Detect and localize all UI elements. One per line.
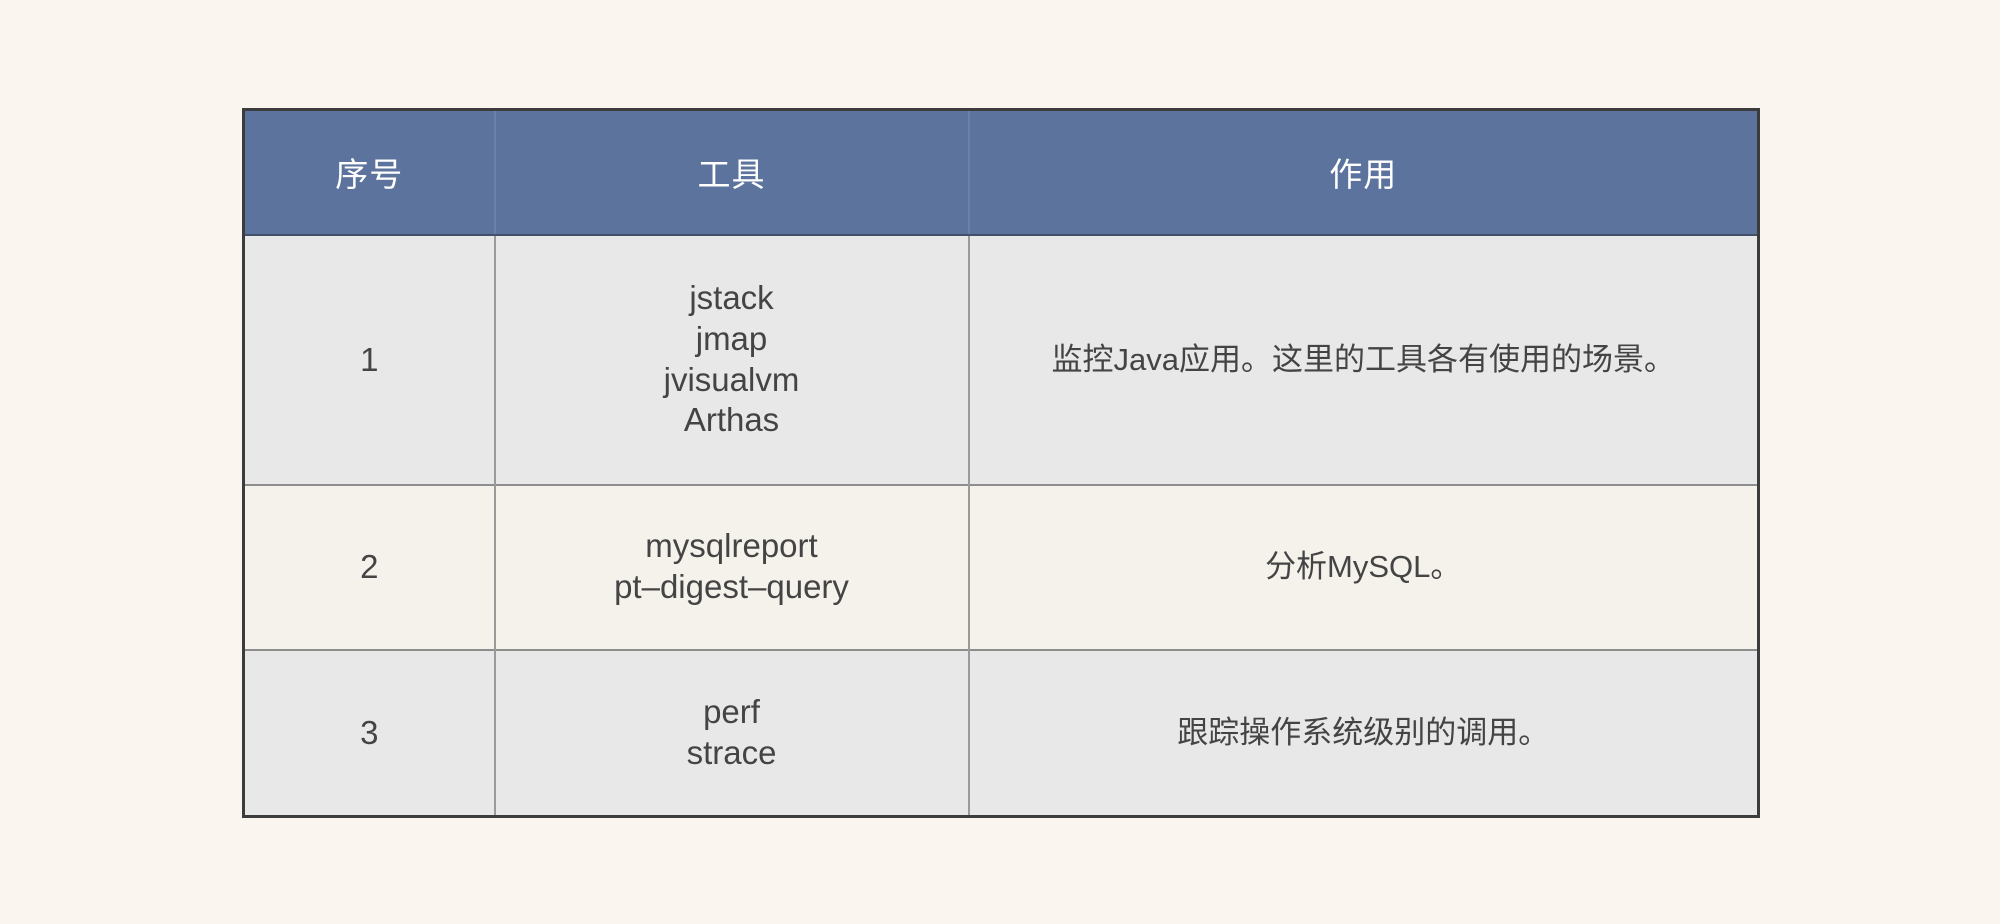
tools-table: 序号 工具 作用 1 jstack jmap jvisualvm Arthas … <box>242 108 1760 818</box>
table-body: 1 jstack jmap jvisualvm Arthas 监控Java应用。… <box>243 233 1759 817</box>
cell-index: 2 <box>243 483 496 650</box>
cell-role: 监控Java应用。这里的工具各有使用的场景。 <box>968 233 1759 485</box>
cell-tools: mysqlreport pt–digest–query <box>494 483 970 650</box>
column-header-tool: 工具 <box>494 109 970 236</box>
table-row: 3 perf strace 跟踪操作系统级别的调用。 <box>243 648 1759 817</box>
cell-index: 1 <box>243 233 496 485</box>
table-header-row: 序号 工具 作用 <box>243 109 1759 236</box>
tool-name: perf <box>703 693 760 731</box>
table-row: 1 jstack jmap jvisualvm Arthas 监控Java应用。… <box>243 233 1759 485</box>
cell-role: 跟踪操作系统级别的调用。 <box>968 648 1759 817</box>
column-header-role: 作用 <box>968 109 1759 236</box>
tool-name: jmap <box>695 319 768 357</box>
tool-name: strace <box>686 733 777 771</box>
tool-name: jvisualvm <box>663 360 800 398</box>
table-header: 序号 工具 作用 <box>243 109 1759 236</box>
cell-tools: perf strace <box>494 648 970 817</box>
cell-tools: jstack jmap jvisualvm Arthas <box>494 233 970 485</box>
cell-role: 分析MySQL。 <box>968 483 1759 650</box>
tool-name: jstack <box>689 279 774 317</box>
tool-name: Arthas <box>683 401 780 439</box>
tool-name: mysqlreport <box>645 527 818 565</box>
column-header-index: 序号 <box>243 109 496 236</box>
tool-name: pt–digest–query <box>614 568 849 605</box>
cell-index: 3 <box>243 648 496 817</box>
table-row: 2 mysqlreport pt–digest–query 分析MySQL。 <box>243 483 1759 650</box>
